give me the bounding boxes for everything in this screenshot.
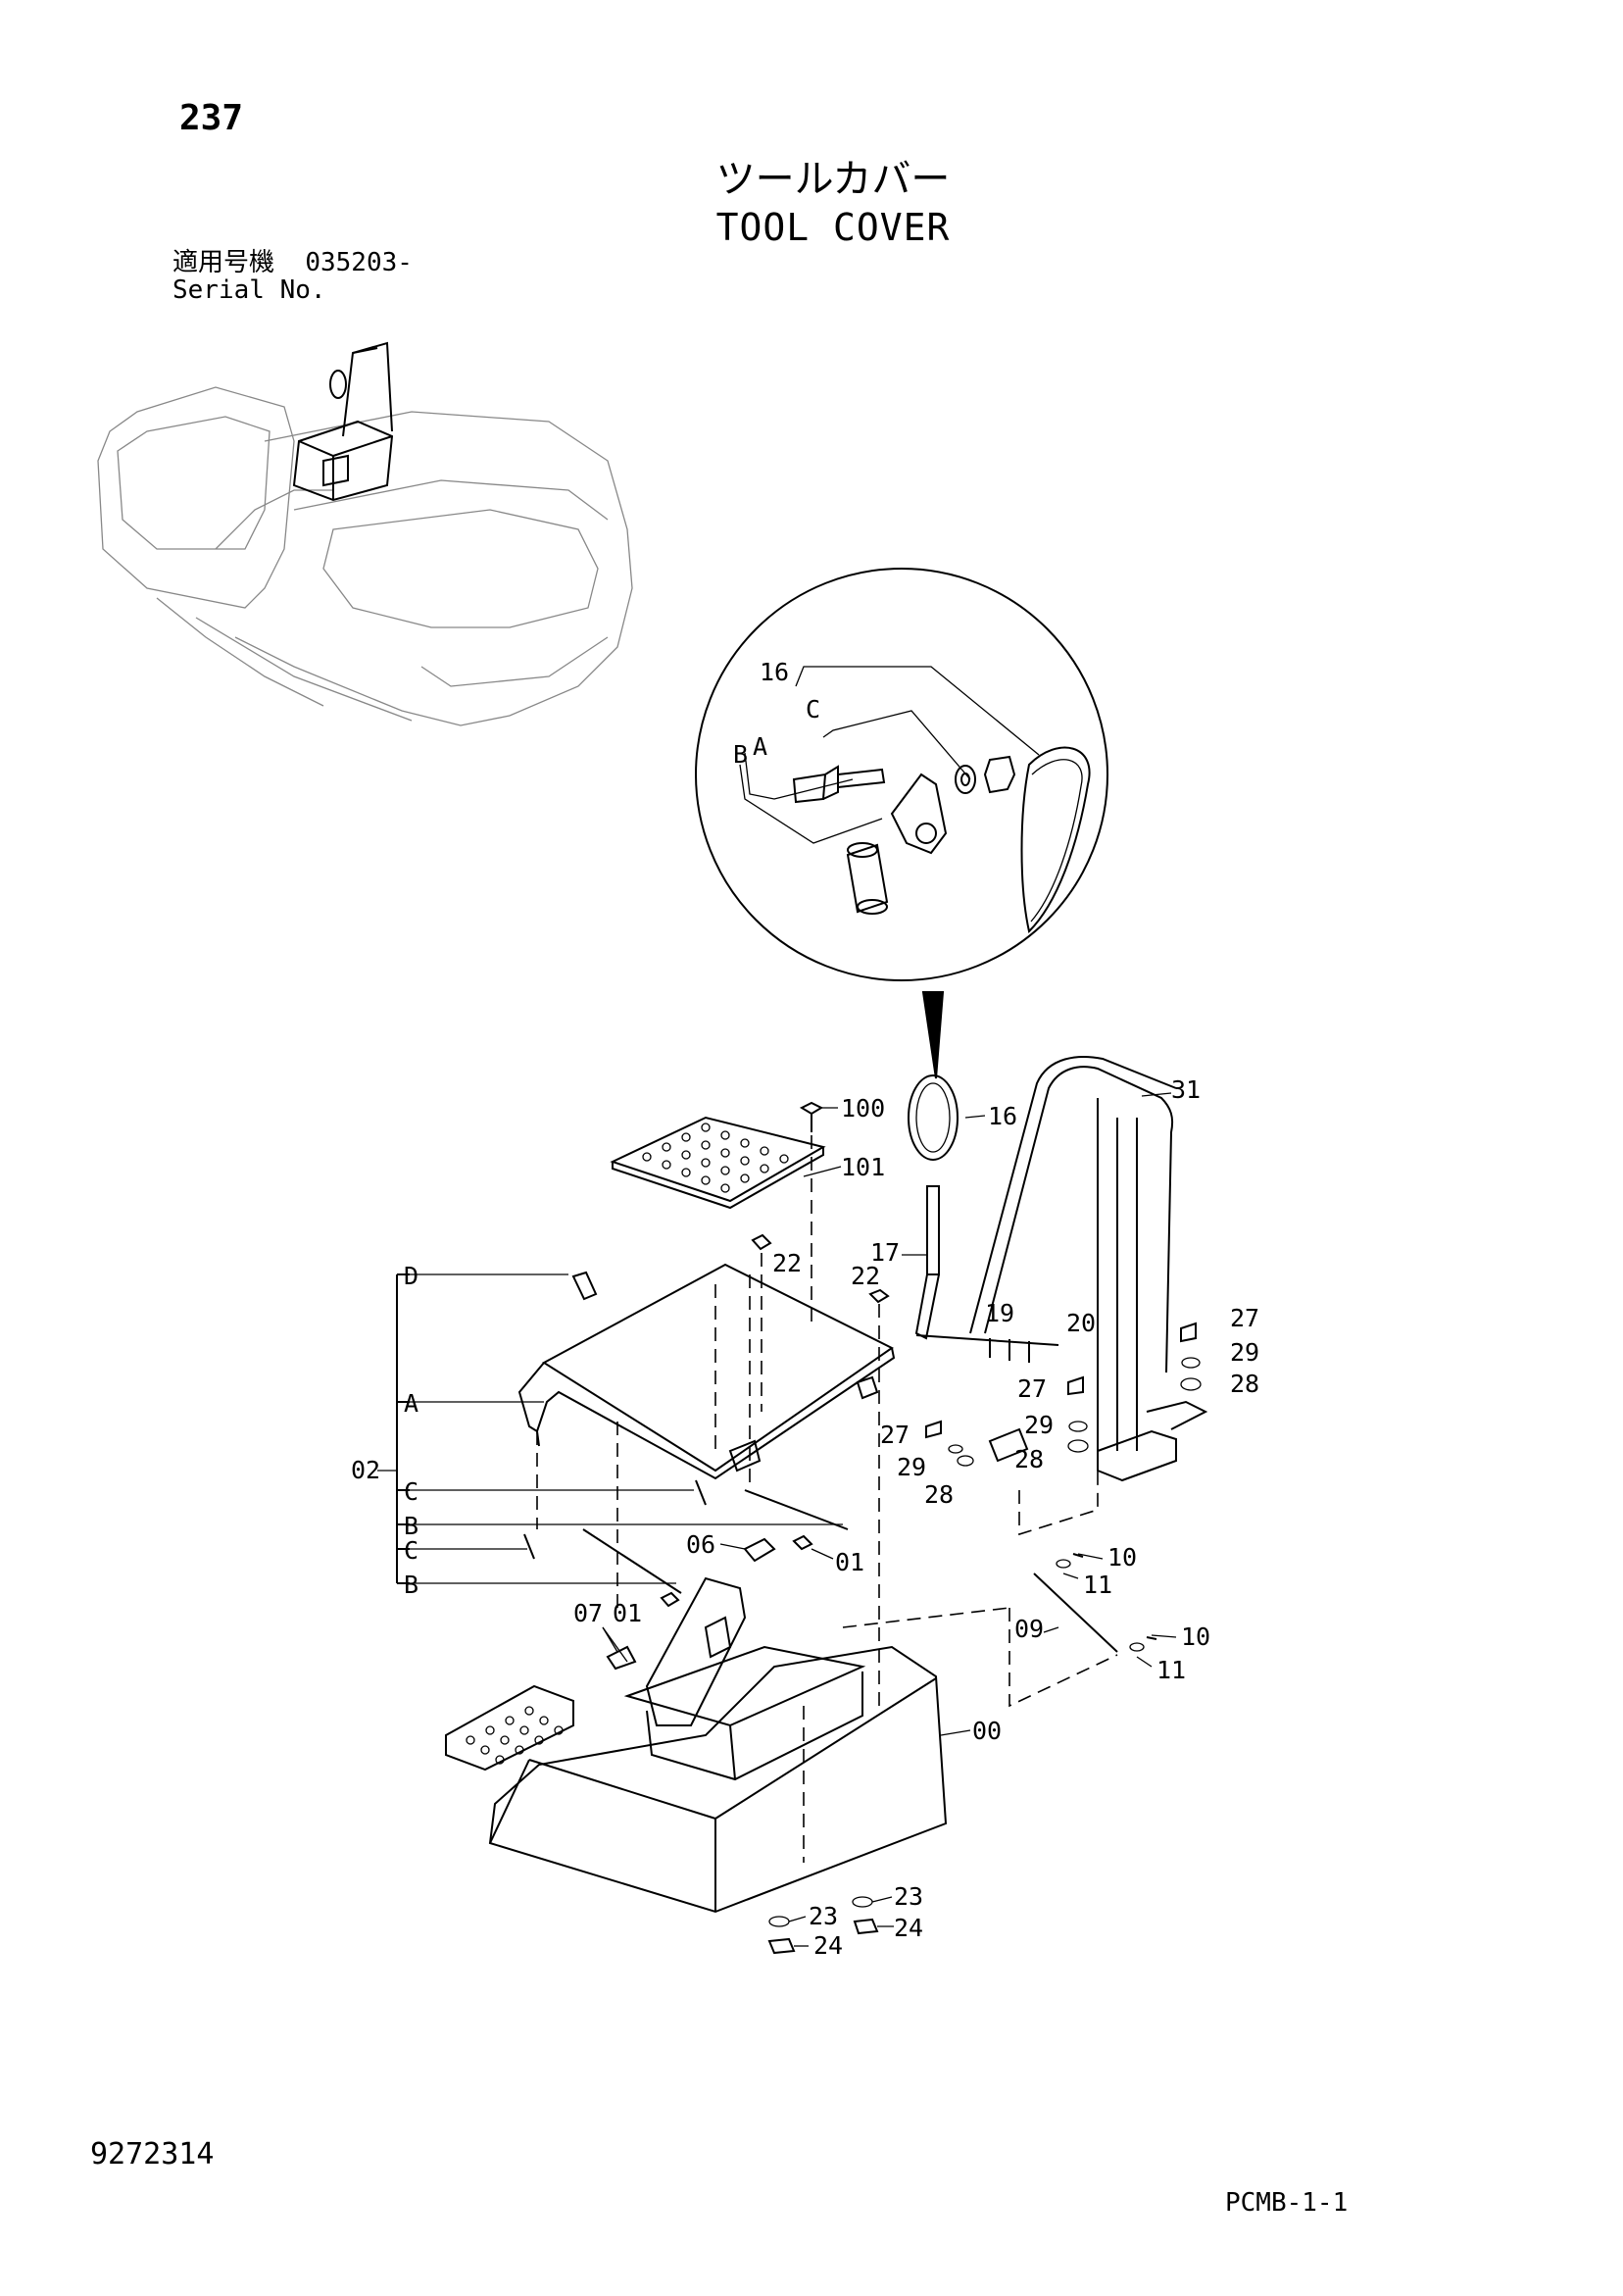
callout-27-mid: 27 <box>1017 1374 1047 1403</box>
callout-29-mid: 29 <box>1024 1411 1054 1439</box>
callout-b-lower: B <box>404 1571 418 1599</box>
callout-07: 07 <box>573 1599 603 1627</box>
serial-block: 適用号機 035203- Serial No. <box>172 249 413 304</box>
callout-24-left: 24 <box>813 1931 843 1960</box>
callout-20: 20 <box>1066 1309 1096 1337</box>
callout-c-upper: C <box>404 1477 418 1506</box>
callout-28-mid: 28 <box>1014 1445 1044 1473</box>
callout-29-right: 29 <box>1230 1338 1259 1367</box>
callout-11-lower: 11 <box>1156 1656 1186 1684</box>
callout-a-detail: A <box>753 732 767 761</box>
callout-24-right: 24 <box>894 1914 923 1942</box>
callout-10-lower: 10 <box>1181 1622 1210 1651</box>
handrail-assembly: 31 16 17 19 20 27 29 28 27 29 28 27 29 2… <box>870 1056 1259 1536</box>
callout-b-detail: B <box>733 740 748 769</box>
excavator-overview <box>97 341 633 726</box>
cover-lid: 22 22 <box>517 1233 896 1706</box>
callout-22-right: 22 <box>851 1262 880 1290</box>
callout-23-right: 23 <box>894 1882 923 1911</box>
title-english: TOOL COVER <box>715 206 951 249</box>
callout-19: 19 <box>985 1299 1014 1327</box>
callout-101: 101 <box>841 1153 885 1181</box>
rod-assembly: D A 02 C B C B <box>351 1262 849 1608</box>
callout-17: 17 <box>870 1238 900 1267</box>
callout-10-upper: 10 <box>1107 1543 1137 1572</box>
detail-circle: 16 C B A <box>695 568 1108 1079</box>
callout-01-lower: 01 <box>613 1599 642 1627</box>
page-number: 237 <box>179 98 244 138</box>
box-body: 00 06 01 07 01 23 24 23 24 <box>445 1530 1002 1960</box>
callout-27-right: 27 <box>1230 1304 1259 1332</box>
callout-09: 09 <box>1014 1615 1044 1643</box>
callout-00: 00 <box>972 1717 1002 1745</box>
callout-22-left: 22 <box>772 1249 802 1277</box>
gas-spring: 10 11 09 10 11 <box>842 1543 1210 1708</box>
callout-23-left: 23 <box>809 1902 838 1930</box>
callout-a: A <box>404 1389 418 1418</box>
serial-value: 035203- <box>305 248 413 277</box>
title-block: ツールカバー TOOL COVER <box>627 147 1039 249</box>
callout-11-upper: 11 <box>1083 1571 1112 1599</box>
callout-16-detail: 16 <box>760 658 789 686</box>
callout-28-right: 28 <box>1230 1370 1259 1398</box>
document-number: 9272314 <box>90 2137 215 2171</box>
serial-label-japanese: 適用号機 <box>172 248 275 277</box>
callout-c-detail: C <box>806 695 820 724</box>
serial-label-english: Serial No. <box>172 275 326 305</box>
callout-31: 31 <box>1171 1075 1201 1104</box>
title-japanese: ツールカバー <box>715 157 951 202</box>
mesh-plate: 100 101 <box>610 1094 885 1323</box>
callout-c-lower: C <box>404 1536 418 1565</box>
callout-02: 02 <box>351 1456 380 1484</box>
callout-d: D <box>404 1262 418 1290</box>
callout-06: 06 <box>686 1530 715 1559</box>
sheet-code: PCMB-1-1 <box>1225 2188 1349 2218</box>
callout-28-left: 28 <box>924 1480 954 1509</box>
callout-16: 16 <box>988 1102 1017 1130</box>
callout-01-upper: 01 <box>835 1548 864 1576</box>
callout-29-left: 29 <box>897 1453 926 1481</box>
callout-27-left: 27 <box>880 1421 910 1449</box>
callout-100: 100 <box>841 1094 885 1123</box>
callout-b-upper: B <box>404 1512 418 1540</box>
